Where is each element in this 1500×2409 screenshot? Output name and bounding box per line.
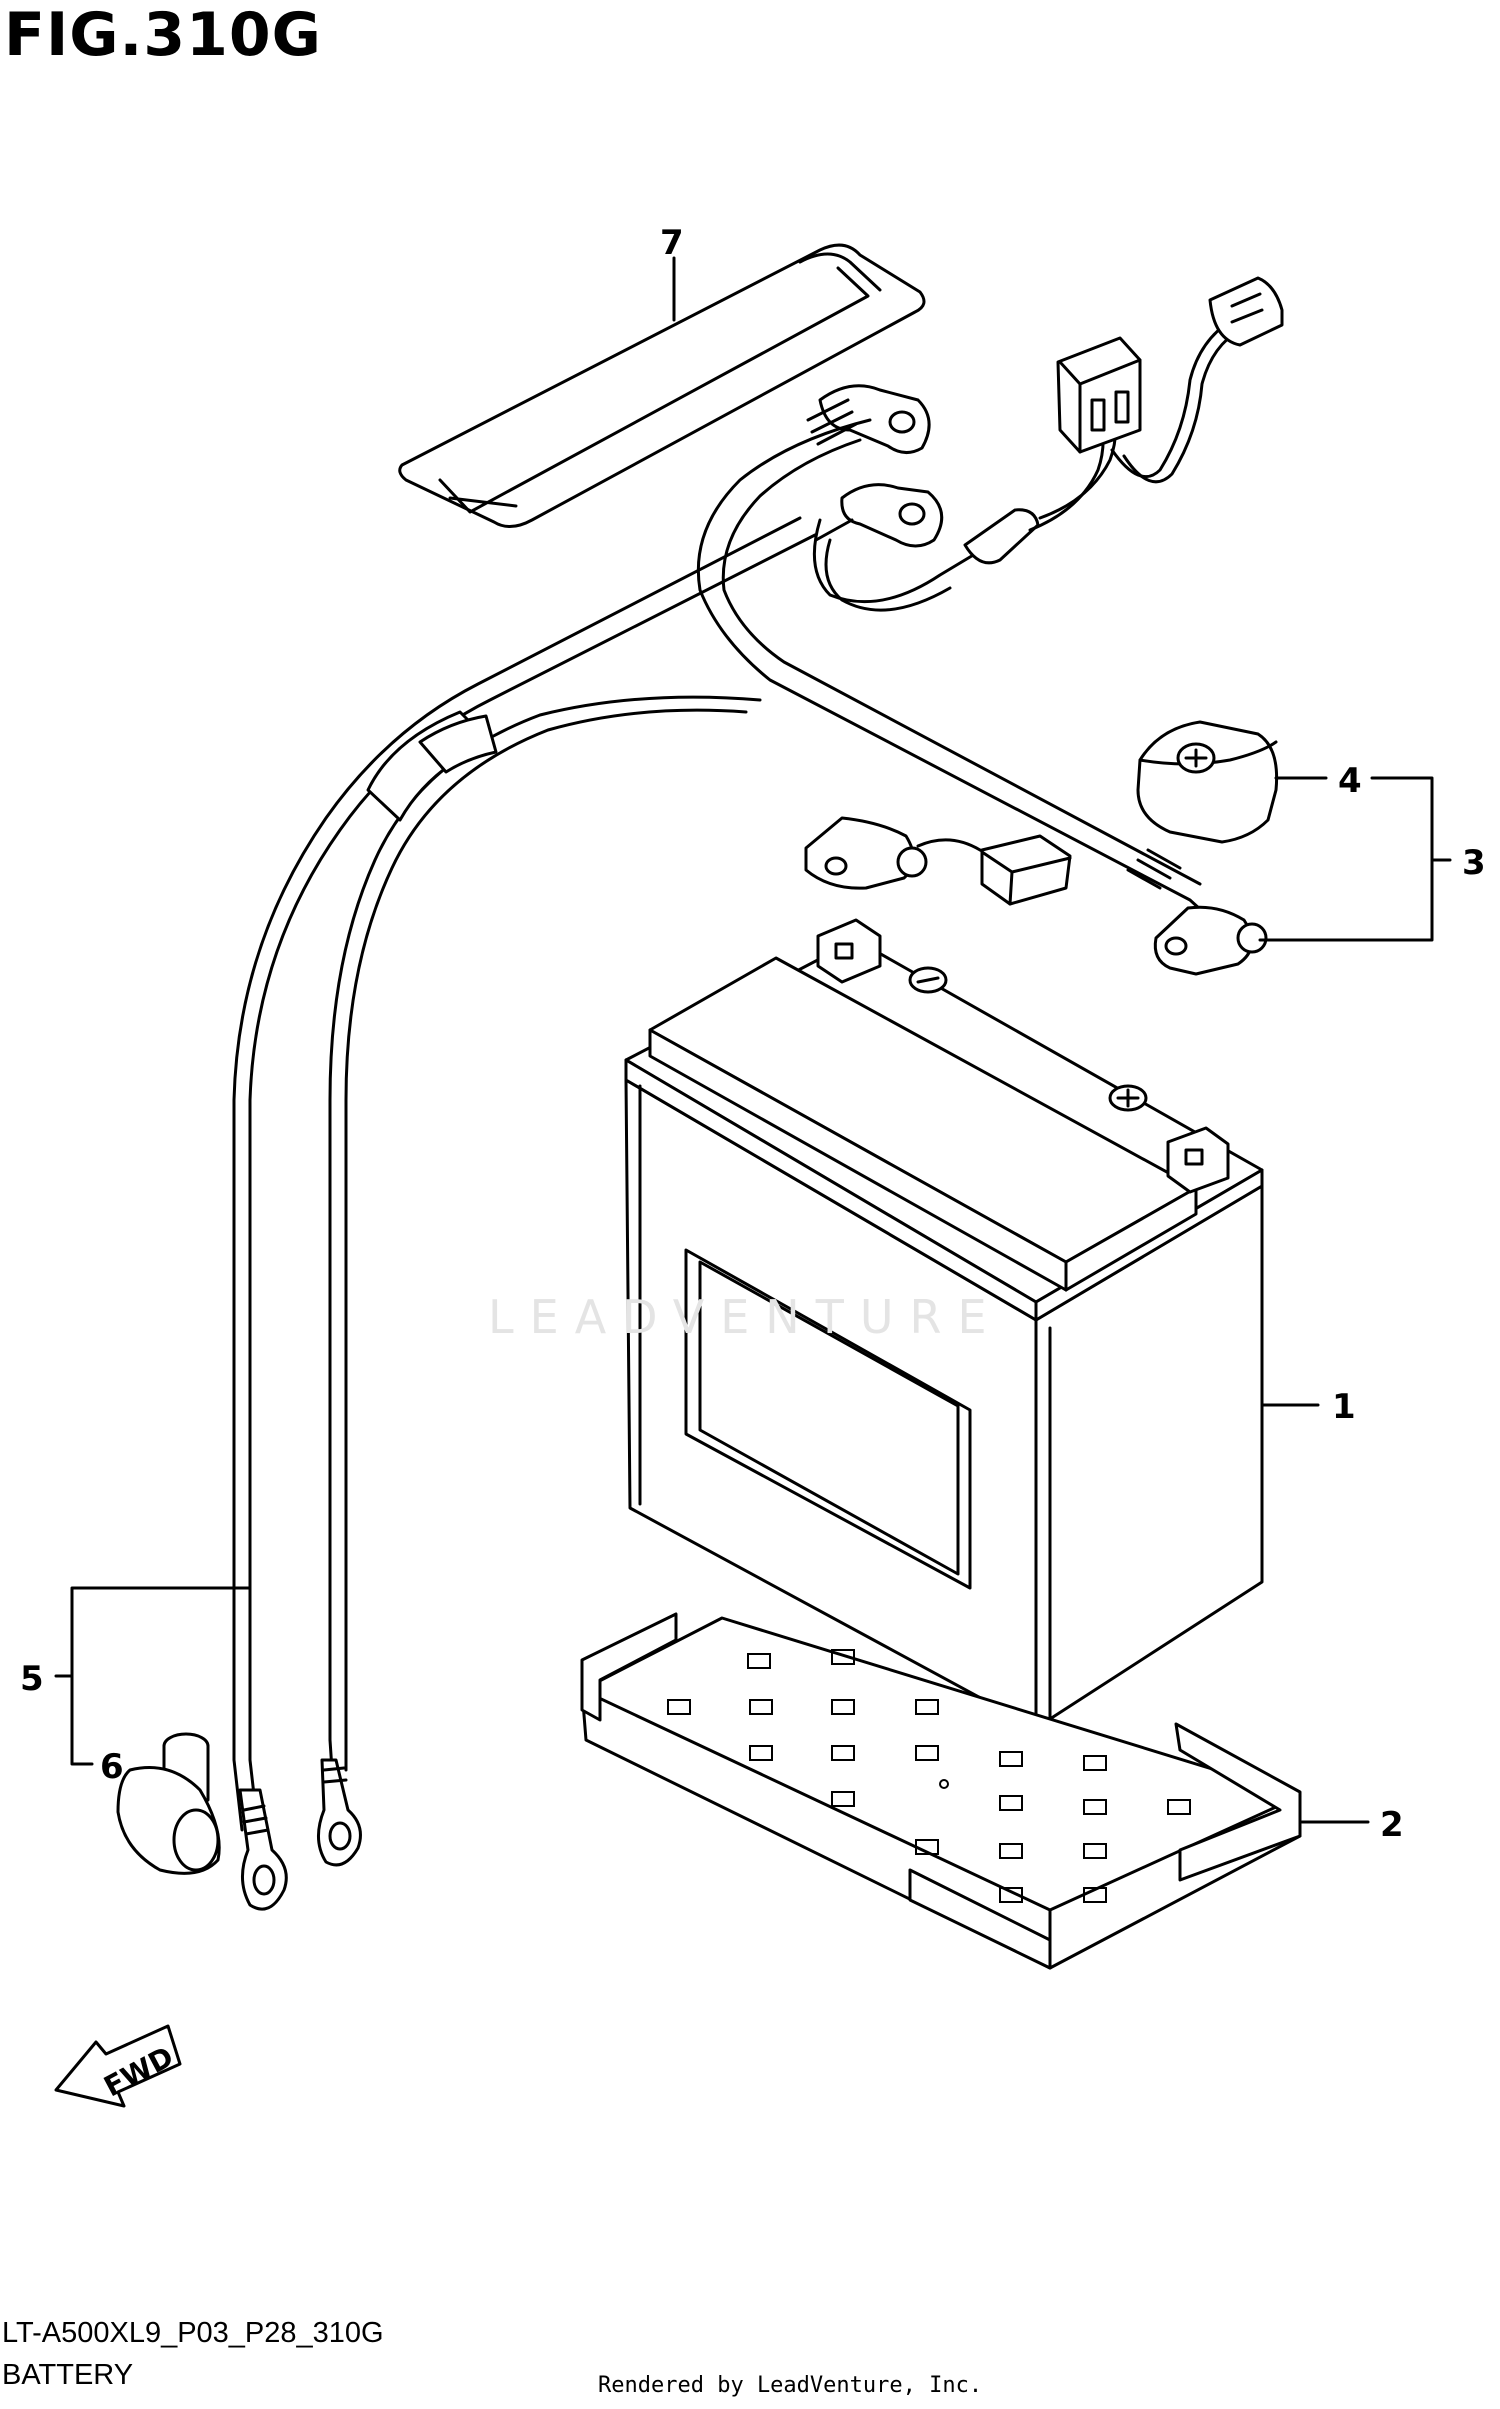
wire-terminal-upper [806, 384, 944, 548]
figure-name: BATTERY [2, 2359, 134, 2391]
callout-label-2: 2 [1380, 1805, 1404, 1845]
callout-label-3: 3 [1462, 843, 1486, 883]
lead-wire-cap [116, 1732, 221, 1875]
figure-title: FIG.310G [4, 0, 322, 70]
watermark: LEADVENTURE [488, 1290, 1003, 1344]
battery-band [398, 243, 926, 528]
callout-label-7: 7 [660, 223, 684, 263]
battery [624, 918, 1264, 1730]
terminal-cover [1136, 720, 1279, 844]
fwd-arrow-icon: FWD [54, 2024, 182, 2108]
leader-lines [54, 256, 1452, 1824]
callout-label-4: 4 [1338, 761, 1362, 801]
connector-middle [804, 816, 1072, 906]
render-credit: Rendered by LeadVenture, Inc. [598, 2373, 983, 2398]
callout-label-1: 1 [1332, 1387, 1356, 1427]
callout-label-5: 5 [20, 1659, 44, 1699]
battery-cable-assy [696, 276, 1284, 976]
figure-code: LT-A500XL9_P03_P28_310G [2, 2317, 384, 2349]
battery-tray [580, 1612, 1302, 1970]
callout-label-6: 6 [100, 1747, 124, 1787]
ground-lead-wire [232, 516, 817, 1911]
